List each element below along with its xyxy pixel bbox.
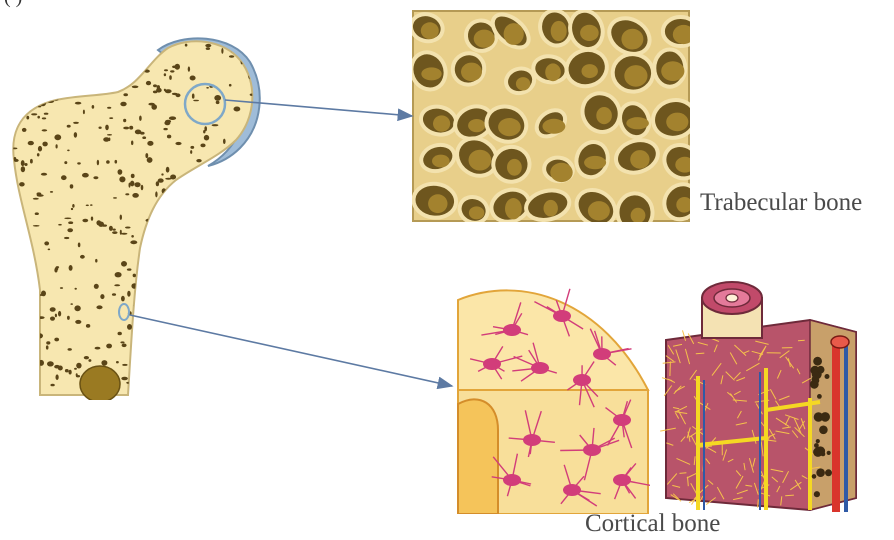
osteon-icon <box>660 280 870 512</box>
cortical-bone-block-icon <box>452 280 650 514</box>
femur-cross-section-icon <box>0 0 270 400</box>
trabecular-bone-icon <box>412 10 690 222</box>
cortical-bone-label: Cortical bone <box>585 510 720 538</box>
trabecular-bone-label: Trabecular bone <box>700 189 862 217</box>
